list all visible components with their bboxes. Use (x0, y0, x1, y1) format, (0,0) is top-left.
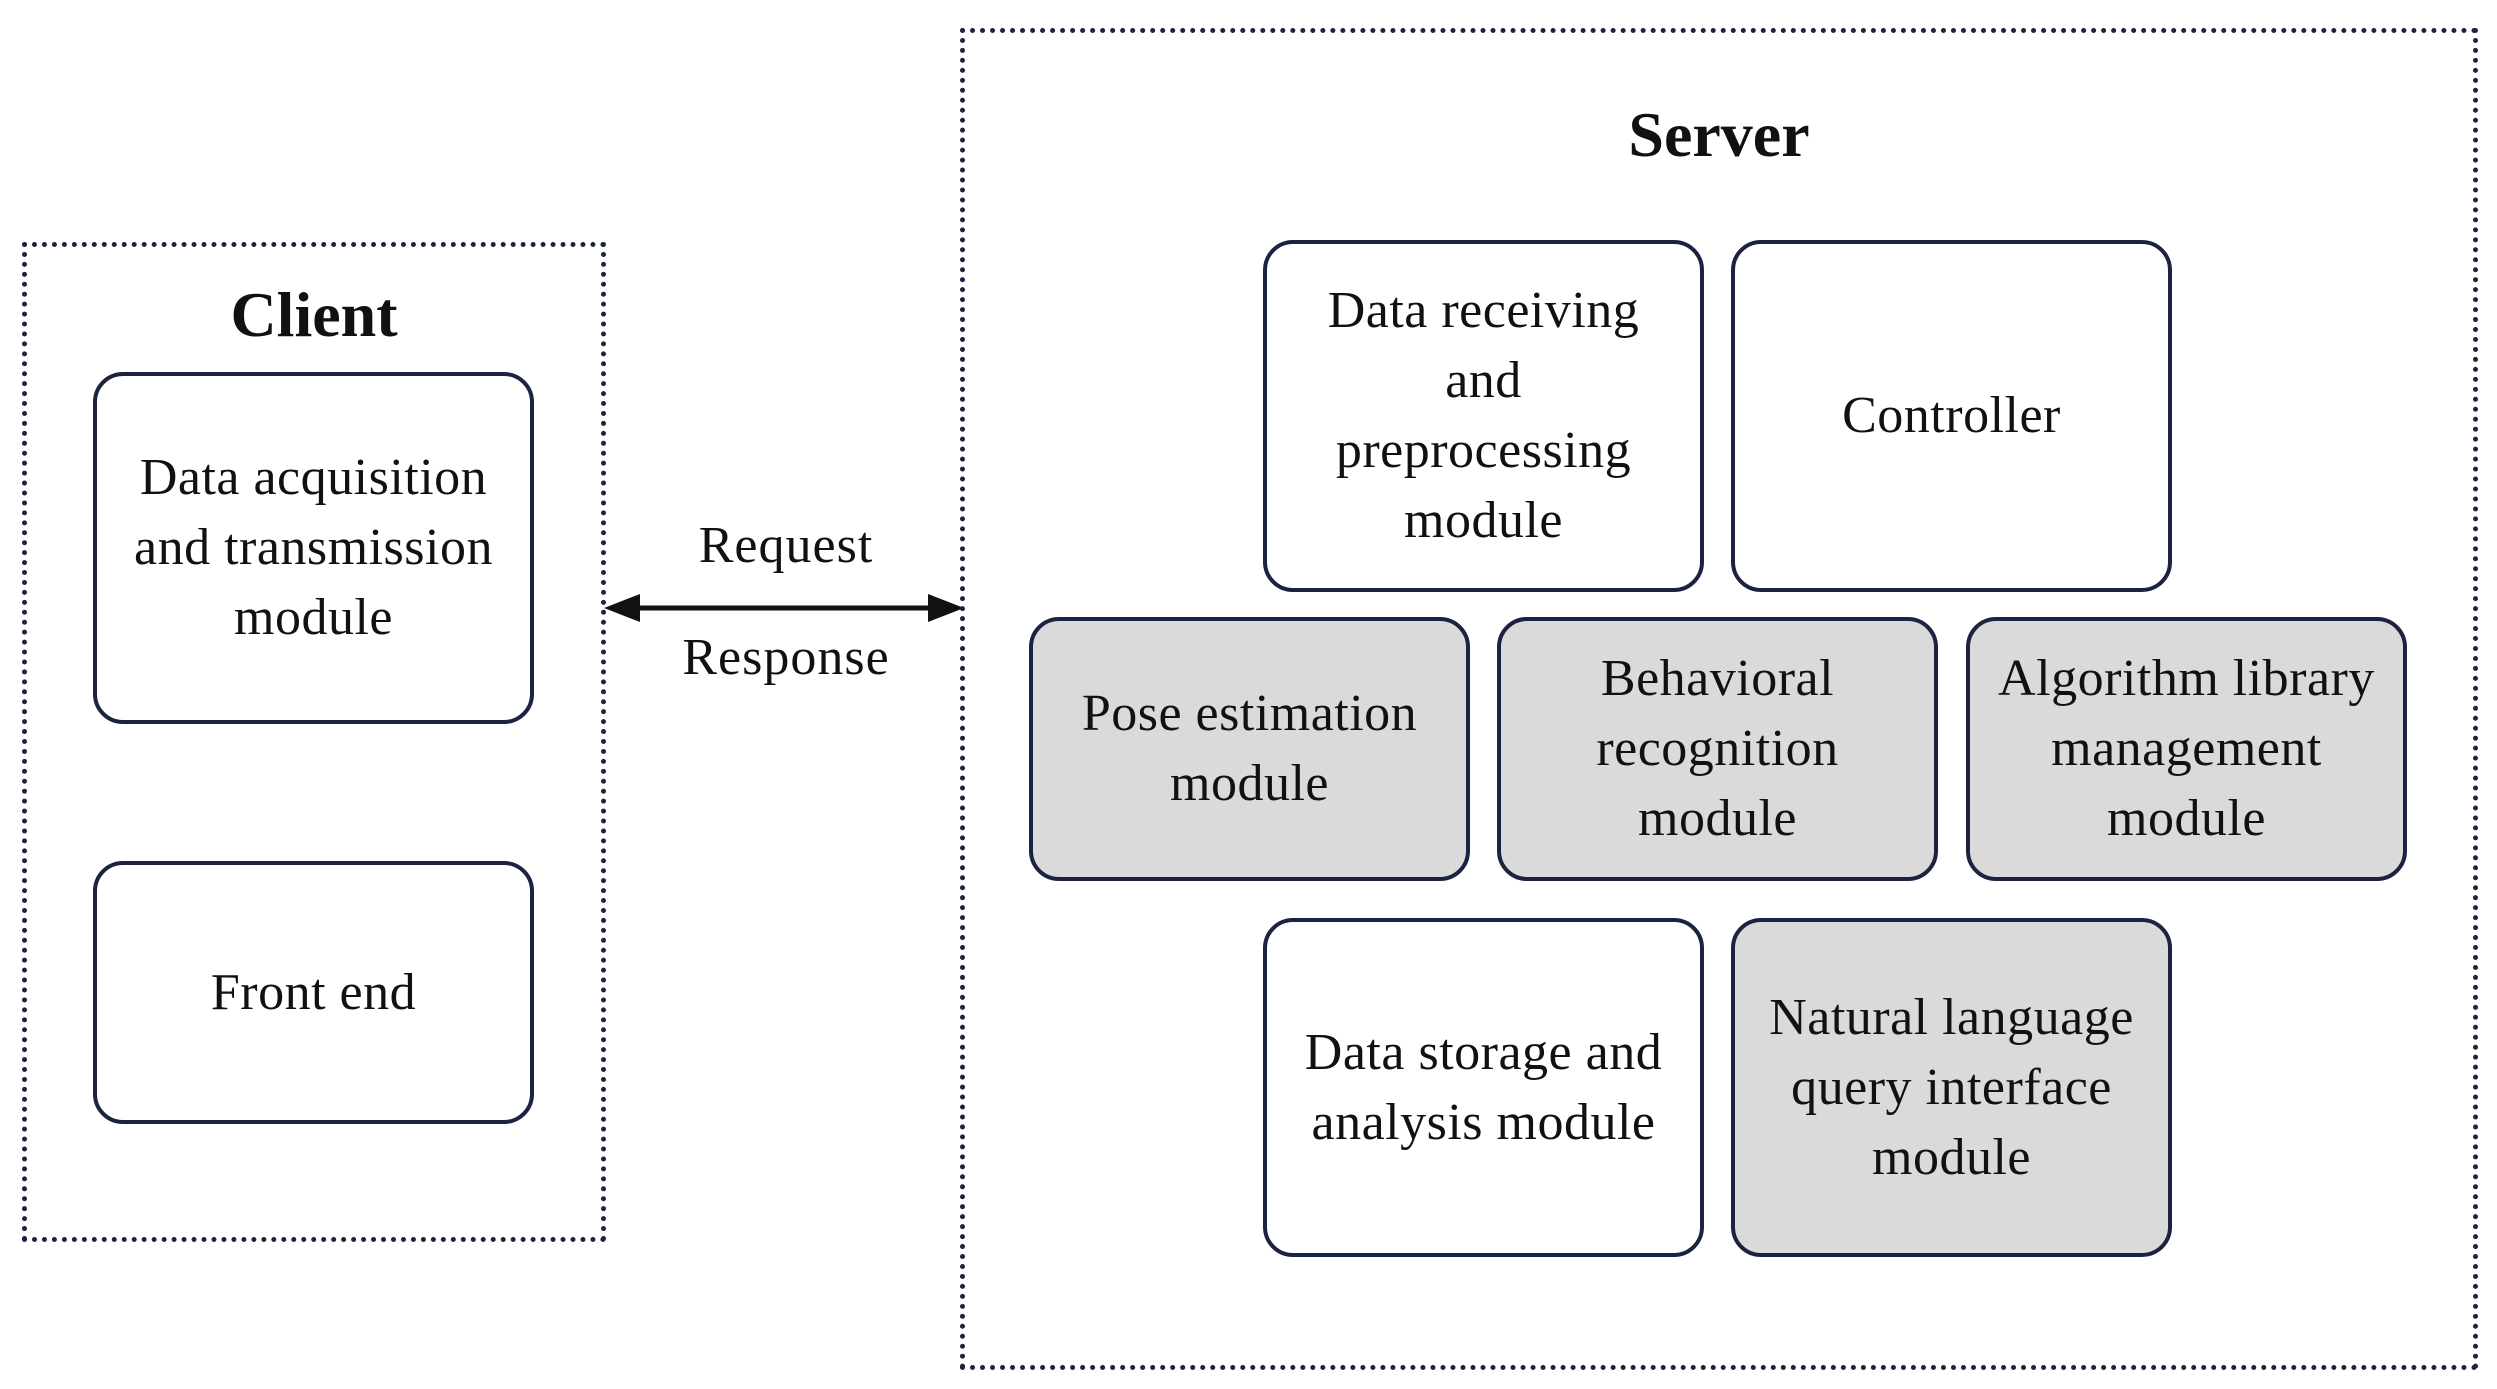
natural-language-query-module: Natural language query interface module (1731, 918, 2172, 1257)
pose-estimation-module-label: Pose estimation module (1081, 685, 1418, 812)
front-end-module: Front end (93, 861, 534, 1124)
data-receiving-preprocessing-module: Data receiving and preprocessing module (1263, 240, 1704, 592)
behavioral-recognition-module: Behavioral recognition module (1497, 617, 1938, 881)
pose-estimation-module: Pose estimation module (1029, 617, 1470, 881)
client-group: Client (22, 242, 606, 1242)
response-label: Response (682, 629, 890, 686)
behavioral-recognition-module-label: Behavioral recognition module (1596, 650, 1839, 847)
request-label: Request (698, 517, 874, 574)
controller-module-label: Controller (1842, 387, 2061, 444)
algorithm-library-module: Algorithm library management module (1966, 617, 2407, 881)
algorithm-library-module-label: Algorithm library management module (1998, 650, 2375, 847)
front-end-module-label: Front end (210, 963, 417, 1021)
data-storage-module-label: Data storage and analysis module (1304, 1023, 1663, 1151)
data-acquisition-module: Data acquisition and transmission module (93, 372, 534, 724)
data-acquisition-module-label: Data acquisition and transmission module (134, 449, 493, 646)
data-storage-analysis-module: Data storage and analysis module (1263, 918, 1704, 1257)
natural-language-module-label: Natural language query interface module (1769, 988, 2134, 1186)
data-receiving-module-label: Data receiving and preprocessing module (1327, 282, 1640, 549)
server-group: Server (960, 28, 2478, 1370)
server-title: Server (1628, 99, 1810, 170)
client-title: Client (230, 279, 398, 350)
controller-module: Controller (1731, 240, 2172, 592)
